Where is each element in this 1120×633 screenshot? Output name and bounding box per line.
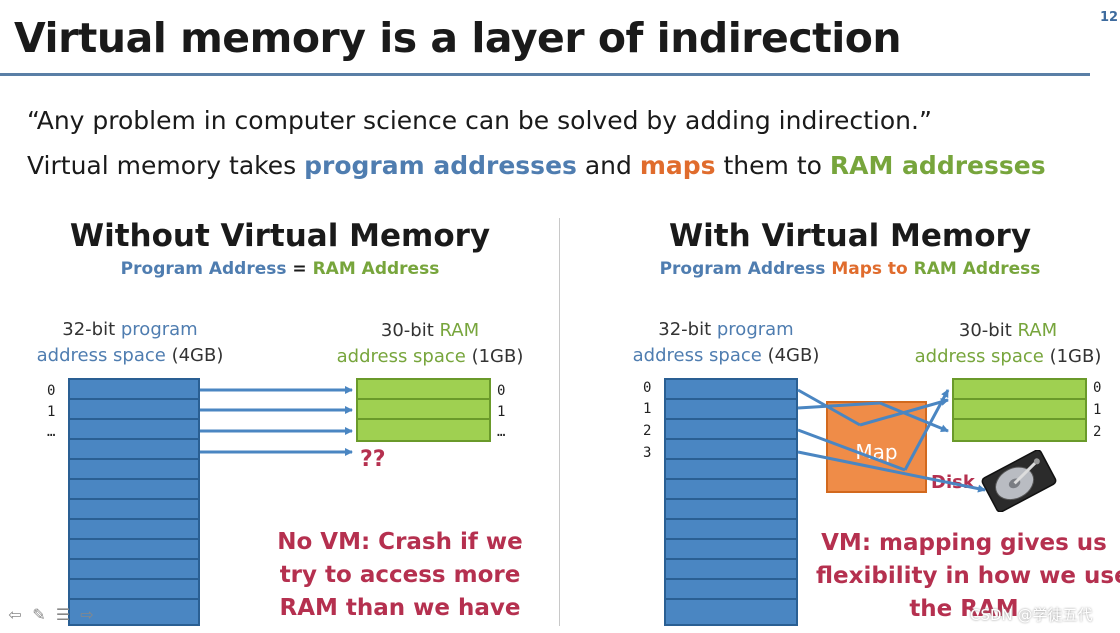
watermark: CSDN @学徒五代 (970, 604, 1093, 625)
forward-arrow-icon[interactable]: ⇨ (78, 606, 96, 624)
right-arrow-3 (798, 452, 985, 490)
pen-icon[interactable]: ✎ (30, 606, 48, 624)
right-arrow-1a (798, 403, 880, 408)
menu-icon[interactable]: ☰ (54, 606, 72, 624)
presentation-toolbar: ⇦ ✎ ☰ ⇨ (6, 606, 96, 624)
back-arrow-icon[interactable]: ⇦ (6, 606, 24, 624)
right-arrow-2b (905, 390, 948, 470)
